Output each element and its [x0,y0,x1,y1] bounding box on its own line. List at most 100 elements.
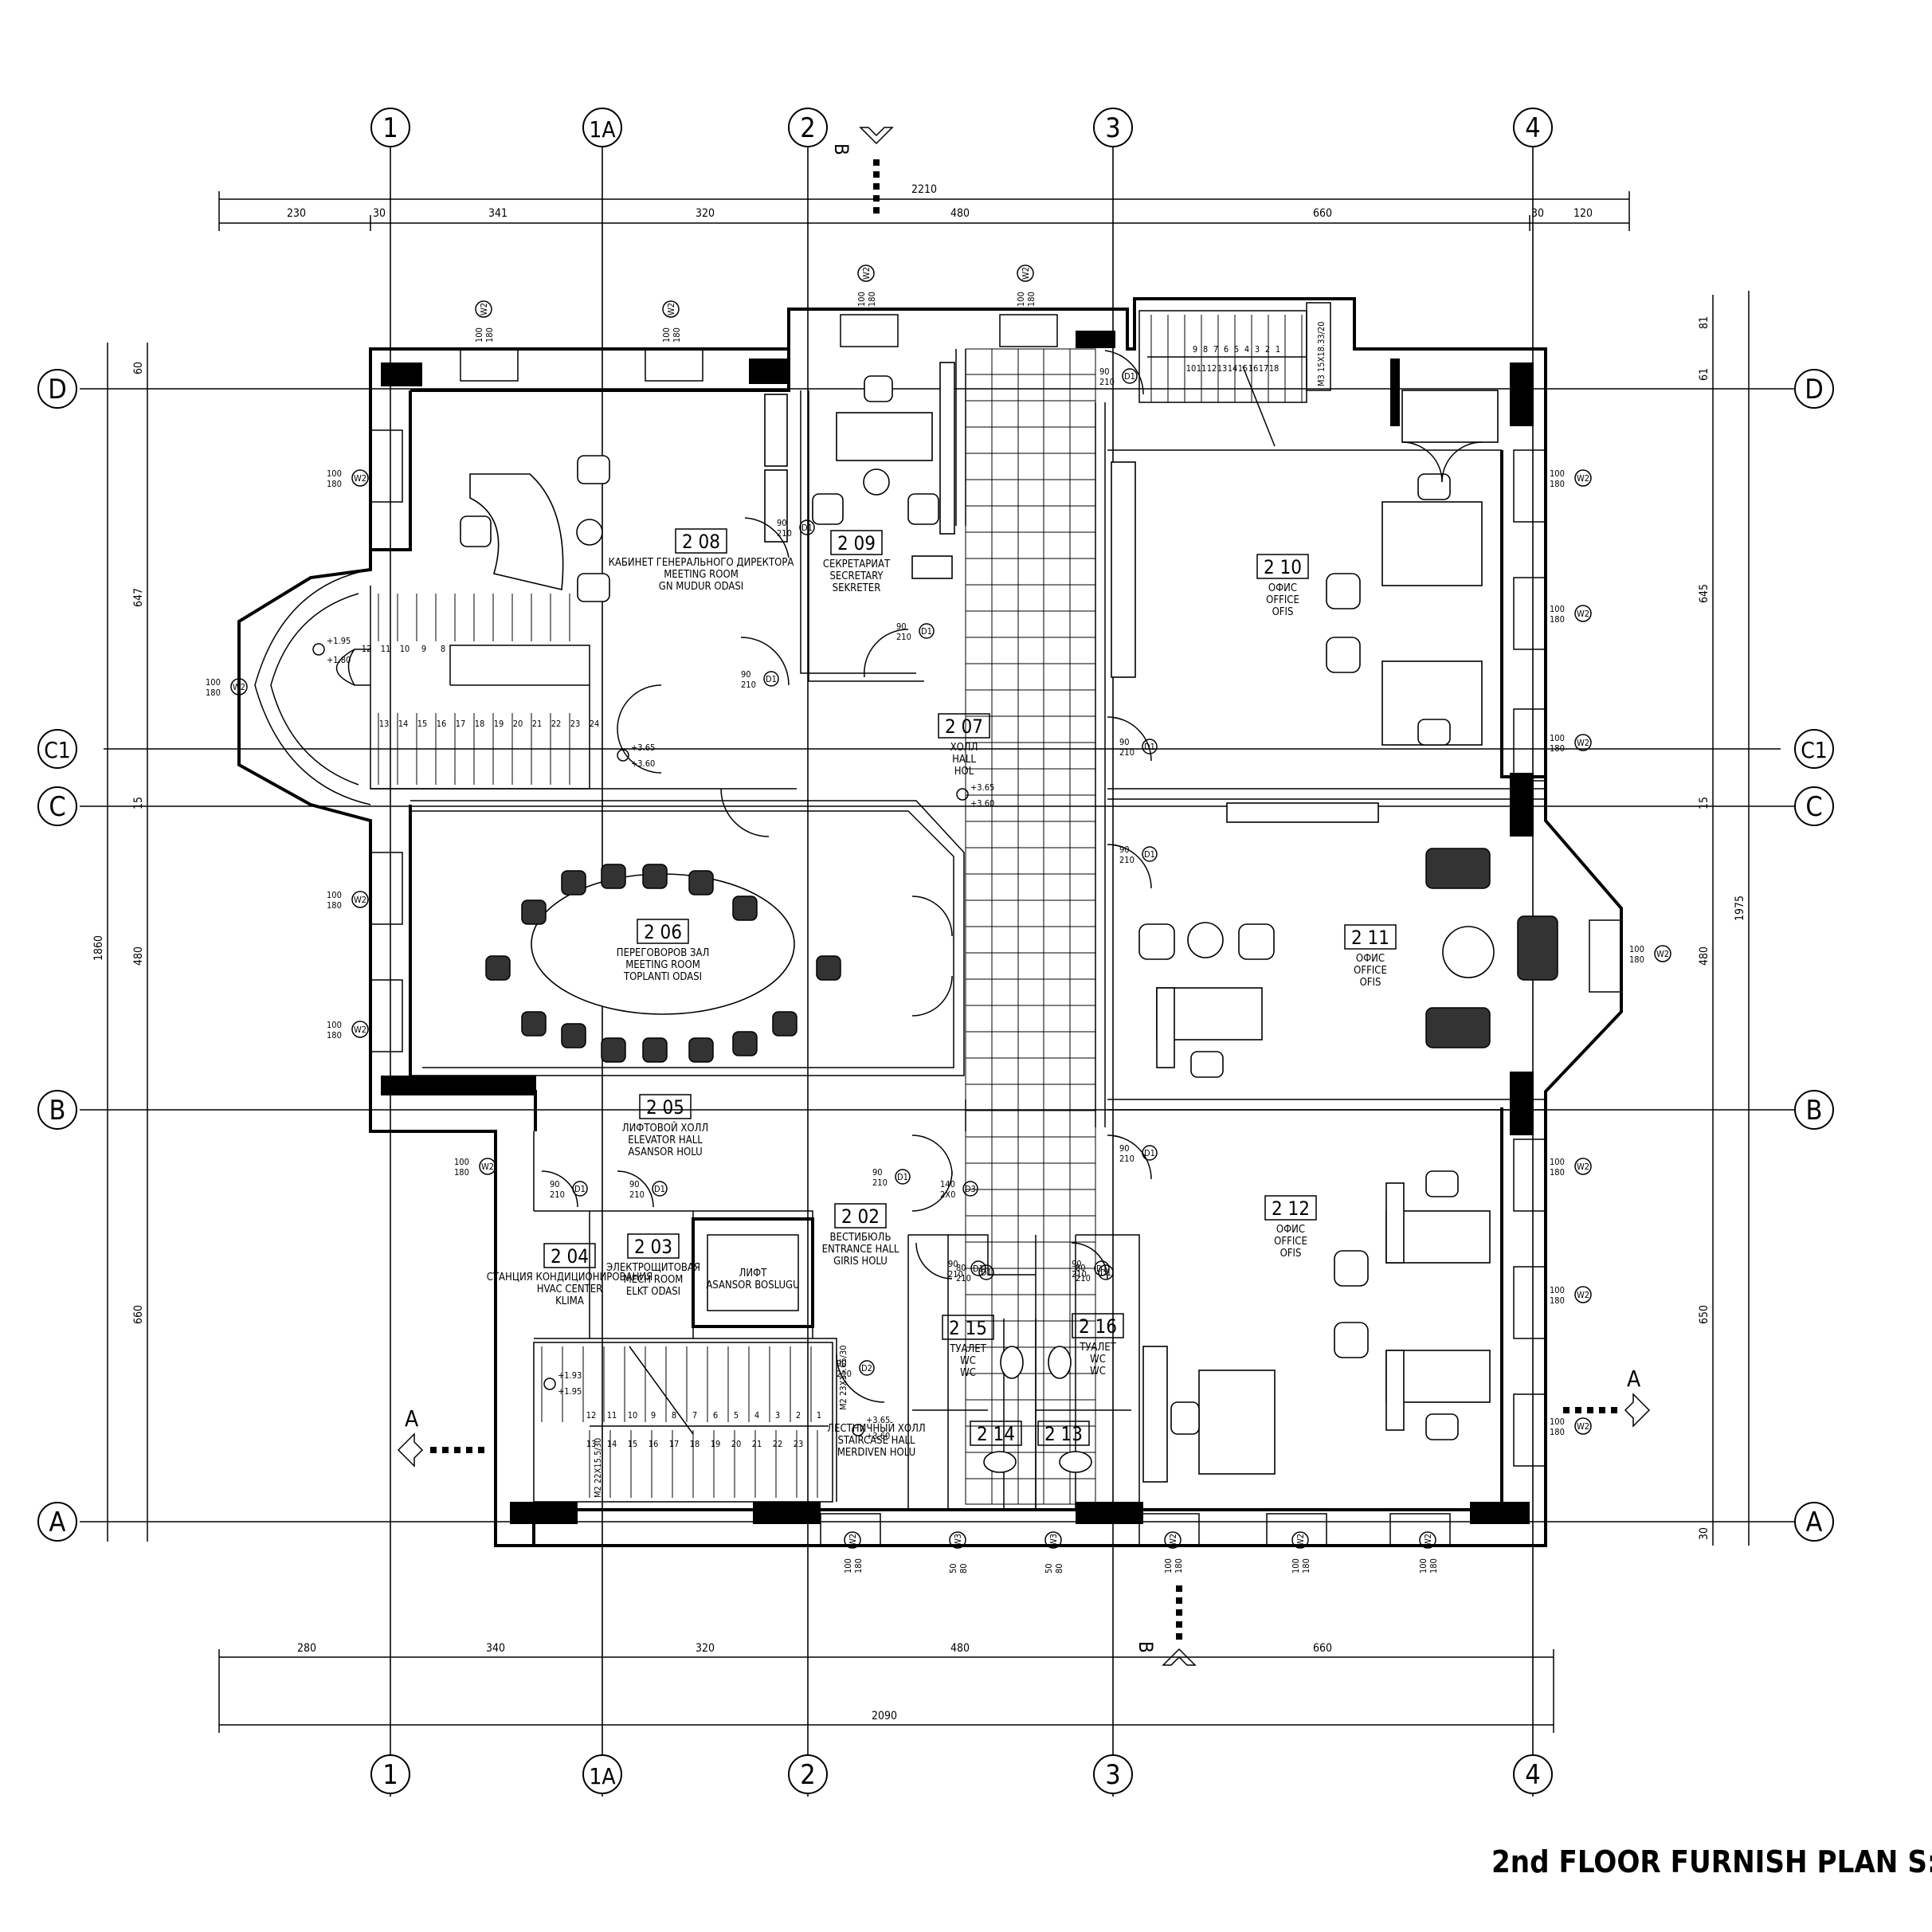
director-side-table [576,519,603,546]
office-211-armchair-1 [1138,923,1175,960]
stair-bottom: М2 23Х15.65/30 М2 22Х15.5/30 [533,1342,848,1503]
axis-bubble-1a-bottom [582,1754,622,1794]
door-tag-width: 90 [629,1179,640,1189]
office-212-guest-2 [1334,1322,1369,1358]
room-number: 2 13 [1044,1423,1083,1445]
door-tag-bubble [919,623,935,639]
meeting-chair [521,1011,547,1037]
window-left-1 [370,429,403,503]
office-212-guest-1 [1334,1250,1369,1287]
window-tag-bubble [1574,1417,1592,1435]
door-tag-bubble [1142,739,1158,754]
door-tag-width: 90 [1119,737,1130,747]
dimension-texts-vertical: 1860 60 647 15 480 660 1975 81 61 645 15… [92,316,1746,1540]
elevator-shaft [692,1217,814,1328]
wc-fixtures [983,1346,1092,1473]
door-tag-height: 210 [837,1369,852,1379]
door-tag-bubble [1142,846,1158,862]
window-tag-height: 180 [1301,1558,1311,1573]
door-tag-height: 210 [629,1189,645,1200]
dim-right-2: 61 [1698,368,1711,381]
room-number: 2 08 [682,531,720,553]
door-tag-width: 140 [940,1179,955,1189]
room-name-tr: WC [1090,1366,1106,1377]
door-tag-width: 90 [1119,1143,1130,1154]
window-tag-width: 50 [1044,1563,1054,1573]
window-tag-type: W2 [1577,1421,1589,1432]
level-marks: +1.95 +1.80 +3.65 +3.60 +3.65 +3.60 +1.9… [312,636,994,1441]
room-name-ru: ТУАЛЕТ [949,1343,986,1355]
stair-step-number: 6 [1224,344,1229,355]
window-tag-width: 100 [1550,733,1565,743]
axis-bubble-c-right [1794,786,1834,826]
office-210-chair-1 [1417,473,1451,500]
room-name-en: MEETING ROOM [664,569,739,581]
office-210-guest-1 [1326,573,1361,609]
room-name-tr: KLIMA [555,1295,584,1307]
room-name-ru: ЛИФТ [739,1268,768,1280]
room-name-en: OFFICE [1274,1236,1307,1248]
office-210-guest-2 [1326,637,1361,673]
stair-step-number: 1 [1276,344,1280,355]
door-tag-height: 210 [1072,1269,1087,1280]
stair-step-number: 11 [607,1410,617,1421]
stair-step-number: 4 [754,1410,759,1421]
room-number: 2 03 [634,1236,672,1258]
axis-label-c-right: C [1805,791,1822,823]
room-number: 2 04 [551,1245,589,1268]
office-211-shelf [1226,802,1379,823]
window-tag-height: 180 [672,327,682,343]
room-name-tr: WC [960,1367,976,1379]
room-name-tr: SEKRETER [833,582,881,594]
axis-bubble-2-bottom [788,1754,828,1794]
stair-step-number: 18 [1269,363,1280,374]
stair-bottom-label-b: М2 22Х15.5/30 [593,1438,603,1498]
axis-bubble-1-top [370,108,410,147]
dim-left-1: 60 [132,362,145,374]
room-name-tr: ELKT ODASI [626,1286,680,1298]
axis-bubble-a-left [37,1502,77,1542]
door-tag-bubble [763,671,779,687]
window-tag-height: 180 [1550,1427,1565,1437]
door-tag-width: 90 [777,518,787,528]
door-tag-type: D1 [1144,1148,1155,1158]
door-tag-type: D3 [965,1184,976,1194]
window-tag-type: W3 [1048,1534,1059,1546]
door-tag-type: D1 [897,1172,908,1182]
window-tag-height: 180 [1174,1558,1184,1573]
room-name-ru: ОФИС [1276,1224,1305,1236]
window-tag-height: 180 [853,1558,864,1573]
door-tag-type: D1 [1144,849,1155,860]
window-tag-type: W2 [1295,1534,1306,1546]
meeting-chair [485,955,511,981]
meeting-chair [816,955,841,981]
wc-toilet-213 [1059,1451,1092,1473]
door-tag-bubble [1142,1145,1158,1161]
room-name-ru: КАБИНЕТ ГЕНЕРАЛЬНОГО ДИРЕКТОРА [609,557,794,569]
stair-step-number: 2 [796,1410,801,1421]
axis-label-a-left: A [49,1507,66,1538]
room-name-ru: ЭЛЕКТРОЩИТОВАЯ [606,1262,700,1274]
doors [541,350,1483,1403]
room-number: 2 07 [945,715,983,738]
door-tag-type: D1 [654,1184,665,1194]
structural-columns [381,331,1534,1524]
meeting-chair [642,1037,668,1063]
dim-bottom-3: 320 [696,1642,715,1655]
stair-step-number: 3 [1255,344,1260,355]
door-tag-bubble [895,1169,911,1185]
axis-bubble-c1-left [37,729,77,769]
meeting-chair [601,1037,626,1063]
room-number-box [675,528,727,554]
window-bottom-3 [1266,1513,1327,1546]
meeting-chair [561,1023,586,1048]
window-tag-width: 100 [1291,1558,1301,1573]
